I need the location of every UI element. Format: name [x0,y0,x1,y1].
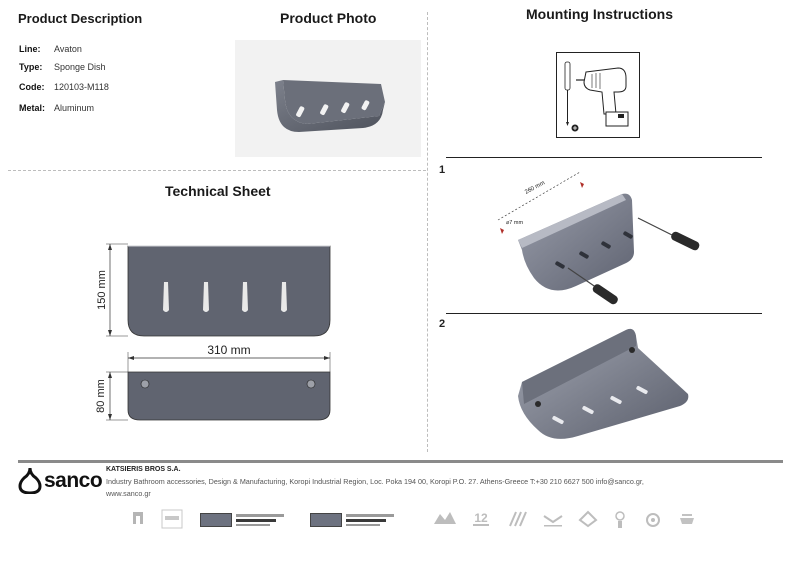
mounting-step-1-illustration: 260 mm ⌀7 mm [497,171,700,305]
spec-type: Type: Sponge Dish [19,62,106,72]
made-in-greece-logo-icon [434,512,456,524]
sanco-mark-logo-icon [680,514,694,524]
iso-9001-caption-icon [236,514,284,526]
spec-code: Code: 120103-M118 [19,82,109,92]
step-divider [446,157,762,158]
step-1-number: 1 [439,164,446,176]
technical-sheet-title: Technical Sheet [165,183,271,199]
mounting-instructions-title: Mounting Instructions [526,6,673,22]
spec-label: Code: [19,82,45,92]
step-2-number: 2 [439,318,446,330]
chevron-logo-icon [543,515,563,527]
depth-label: 150 mm [96,270,108,310]
product-photo-title: Product Photo [280,10,377,26]
drill-size-label: ⌀7 mm [506,220,523,226]
spec-value: Sponge Dish [54,62,106,72]
spec-label: Metal: [19,103,46,113]
section-divider [8,170,426,171]
spec-metal: Metal: Aluminum [19,103,94,113]
sanco-logo-icon [18,467,42,494]
sanco-logo-text: sanco [44,469,103,492]
quality-badge-icon [161,509,183,529]
spec-label: Line: [19,44,41,54]
sponge-dish-photo [275,80,385,132]
hotels-logo-icon [133,512,143,524]
spec-value: Avaton [54,44,82,54]
spec-label: Type: [19,62,43,72]
sun-logo-icon [615,511,625,528]
height-label: 80 mm [95,379,107,413]
iso-14001-caption-icon [346,514,394,526]
address-line: Industry Bathroom accessories, Design & … [106,477,644,486]
stripes-logo-icon [509,511,527,527]
footer-divider [18,460,783,463]
step-divider [446,313,762,314]
column-divider [427,12,428,452]
product-description-title: Product Description [18,11,143,26]
width-label: 310 mm [207,343,250,357]
company-address: Industry Bathroom accessories, Design & … [106,476,706,500]
mounting-step-2-illustration [518,328,689,439]
spec-value: Aluminum [54,103,95,113]
product-photo [235,40,421,157]
svg-text:12: 12 [474,511,488,525]
circle-logo-icon [646,513,660,527]
iso-9001-logo [200,513,232,527]
iso-14001-logo [310,513,342,527]
website-line: www.sanco.gr [106,489,151,498]
warranty-12-logo-icon: 12 [473,511,489,526]
hand-logo-icon [578,510,598,528]
technical-drawing: 150 mm 310 mm 80 mm [95,243,331,421]
spec-value: 120103-M118 [54,82,109,92]
tools-icon [556,52,640,138]
company-name: KATSIERIS BROS S.A. [106,466,181,473]
spec-line: Line: Avaton [19,44,82,54]
